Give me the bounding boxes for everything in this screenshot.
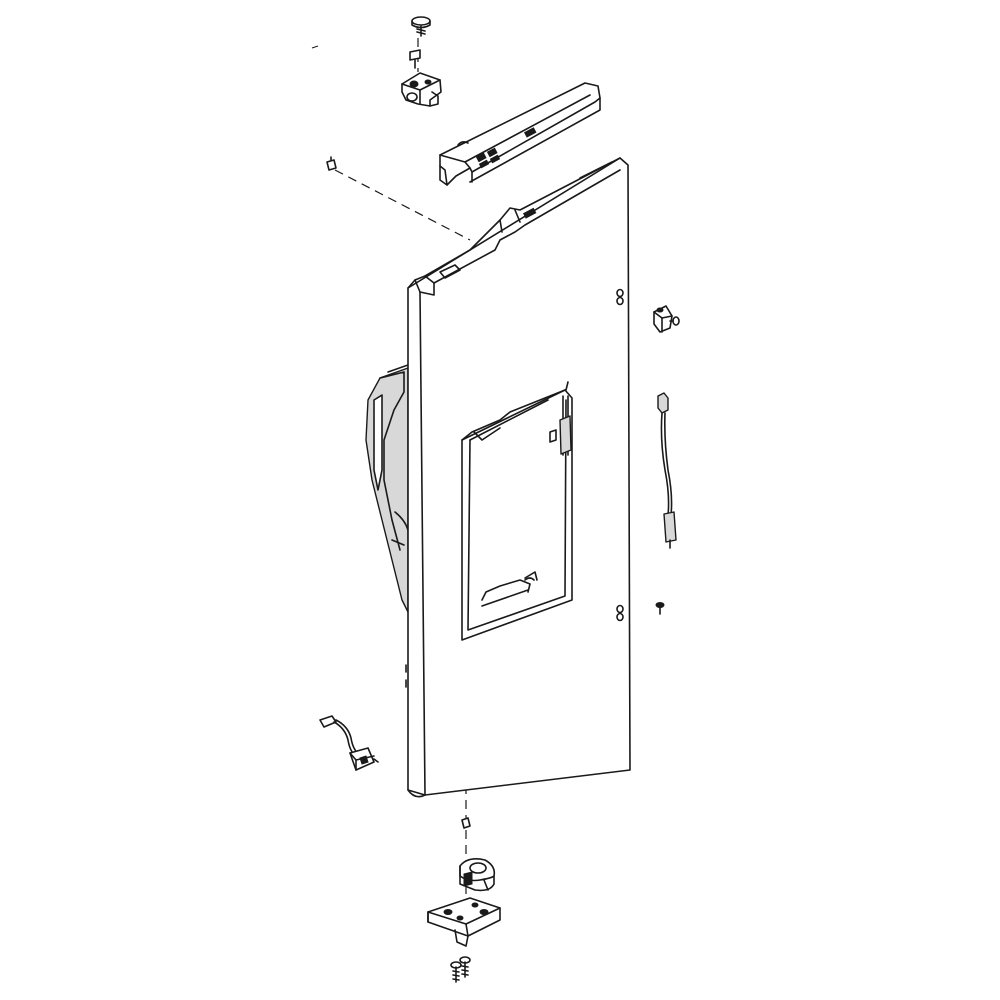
handle-cover-icon [365,364,409,613]
bottom-hinge-bracket-icon [427,897,501,947]
wire-harness-left-icon [319,715,379,771]
top-hinge-icon [401,72,442,107]
door-top-cap-icon [439,82,601,186]
top-hinge-screw-icon [411,16,431,37]
bottom-hinge-bushing-icon [459,858,496,892]
top-hinge-bushing-icon [409,49,421,69]
door-plug-small-icon [326,156,337,171]
bottom-hinge-screws-icon [450,956,471,983]
dispenser-recess-icon [461,381,573,641]
bottom-hinge-pin-icon [461,817,471,829]
door-switch-icon [653,305,680,333]
wire-harness-right-icon [657,392,677,549]
side-screw-icon [655,602,665,615]
